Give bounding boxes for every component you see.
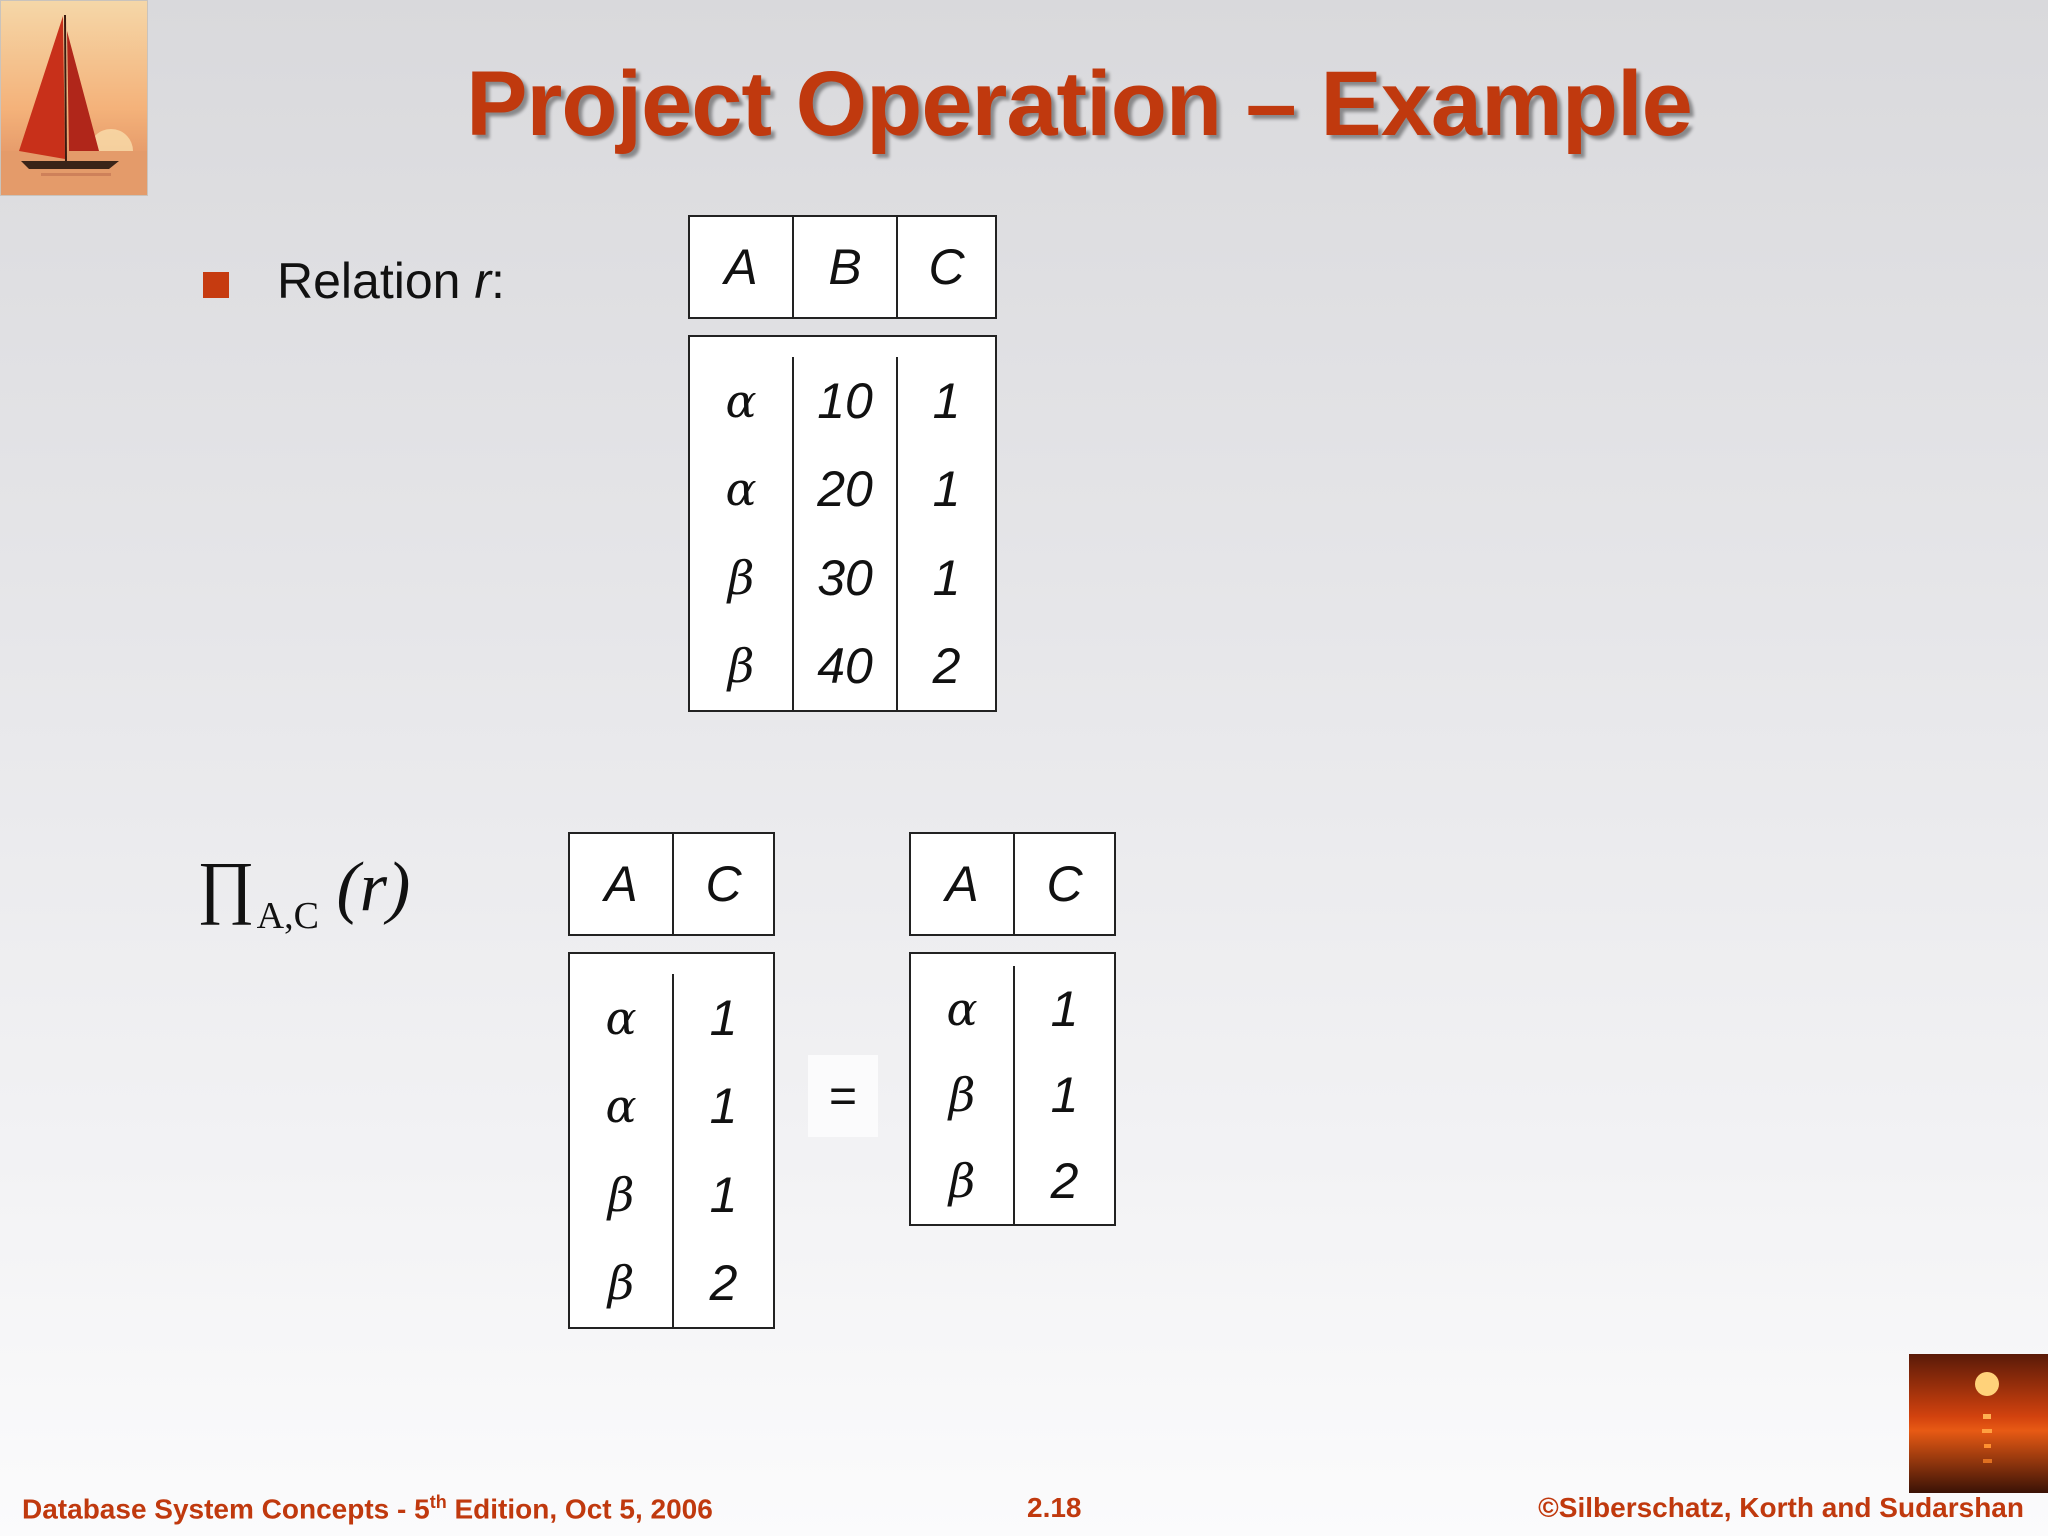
intermediate-header: A C xyxy=(568,832,775,936)
table-cell: 40 xyxy=(817,637,873,694)
table-cell: β xyxy=(727,550,755,605)
footer-left-sup: th xyxy=(429,1492,447,1512)
sailboat-logo xyxy=(0,0,148,196)
table-cell: β xyxy=(607,1255,635,1310)
table-cell: 1 xyxy=(932,461,961,518)
table-cell: 1 xyxy=(1050,1067,1079,1123)
relation-r-header-col: A xyxy=(690,217,794,317)
relation-r-header-col: B xyxy=(794,217,898,317)
slide-title: Project Operation – Example xyxy=(466,53,1693,155)
table-cell: α xyxy=(725,462,757,517)
result-header-col: A xyxy=(911,834,1015,934)
header-cell: A xyxy=(604,856,638,912)
projection-argument: (r) xyxy=(336,849,411,926)
table-cell: β xyxy=(727,638,755,693)
table-cell: 2 xyxy=(932,637,961,694)
header-cell: C xyxy=(928,239,965,295)
relation-r-col-b: 10 20 30 40 xyxy=(794,357,898,710)
result-col-a: α β β xyxy=(911,966,1015,1224)
header-cell: A xyxy=(724,239,758,295)
table-cell: 1 xyxy=(1050,981,1079,1037)
table-cell: α xyxy=(605,1079,637,1134)
table-cell: 1 xyxy=(932,373,961,430)
footer-left-pre: Database System Concepts - 5 xyxy=(22,1493,430,1525)
table-cell: 2 xyxy=(709,1254,738,1311)
table-cell: β xyxy=(948,1068,976,1122)
table-cell: 1 xyxy=(709,1078,738,1135)
result-body: α β β 1 1 2 xyxy=(909,952,1116,1226)
relation-label: Relation r: xyxy=(277,252,505,310)
table-cell: β xyxy=(948,1154,976,1208)
table-cell: 1 xyxy=(709,1166,738,1223)
table-cell: 30 xyxy=(817,549,873,606)
relation-label-prefix: Relation xyxy=(277,253,475,309)
table-cell: α xyxy=(725,374,757,429)
relation-label-suffix: : xyxy=(491,253,505,309)
table-cell: 10 xyxy=(817,373,873,430)
intermediate-col-c: 1 1 1 2 xyxy=(674,974,773,1327)
header-cell: A xyxy=(945,856,979,912)
relation-r-header: A B C xyxy=(688,215,997,319)
table-cell: 20 xyxy=(817,461,873,518)
projection-symbol: ∏ xyxy=(197,849,255,926)
projection-expression: ∏A,C (r) xyxy=(197,848,410,938)
bullet-square xyxy=(203,272,229,298)
table-cell: α xyxy=(946,982,978,1036)
result-col-c: 1 1 2 xyxy=(1015,966,1114,1224)
table-cell: β xyxy=(607,1167,635,1222)
intermediate-col-a: α α β β xyxy=(570,974,674,1327)
result-header: A C xyxy=(909,832,1116,936)
footer-left: Database System Concepts - 5th Edition, … xyxy=(22,1492,713,1525)
table-cell: 1 xyxy=(709,990,738,1047)
footer-copyright: ©Silberschatz, Korth and Sudarshan xyxy=(1538,1492,2024,1523)
header-cell: C xyxy=(705,856,742,912)
header-cell: C xyxy=(1046,856,1083,912)
relation-r-col-a: α α β β xyxy=(690,357,794,710)
footer-page-number: 2.18 xyxy=(1027,1492,1082,1523)
header-cell: B xyxy=(828,239,862,295)
table-cell: α xyxy=(605,991,637,1046)
table-cell: 1 xyxy=(932,549,961,606)
relation-label-name: r xyxy=(474,253,491,309)
result-header-col: C xyxy=(1015,834,1114,934)
intermediate-header-col: A xyxy=(570,834,674,934)
sunset-logo xyxy=(1909,1354,2048,1493)
table-cell: 2 xyxy=(1050,1153,1079,1209)
relation-r-col-c: 1 1 1 2 xyxy=(898,357,995,710)
relation-r-header-col: C xyxy=(898,217,995,317)
equals-sign: = xyxy=(808,1055,878,1137)
projection-subscript: A,C xyxy=(256,895,319,937)
intermediate-header-col: C xyxy=(674,834,773,934)
footer-left-post: Edition, Oct 5, 2006 xyxy=(446,1493,713,1525)
intermediate-body: α α β β 1 1 1 2 xyxy=(568,952,775,1329)
relation-r-body: α α β β 10 20 30 40 1 1 1 2 xyxy=(688,335,997,712)
